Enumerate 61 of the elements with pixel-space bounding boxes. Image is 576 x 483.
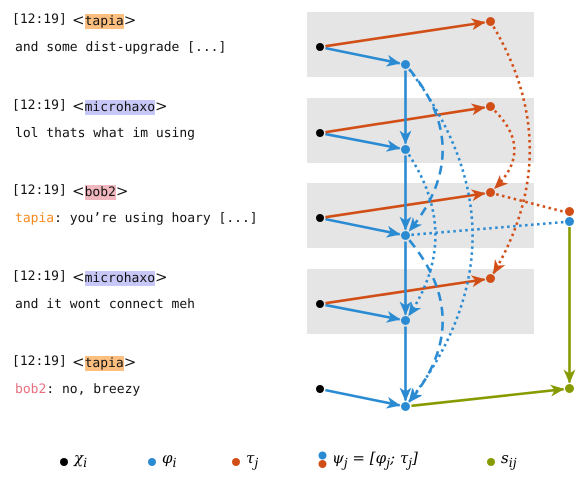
- speaker-name: <bob2>: [72, 182, 128, 200]
- node-dot: [316, 385, 324, 393]
- speaker-name: <tapia>: [72, 353, 136, 371]
- arrow: [400, 70, 412, 144]
- arrow: [400, 156, 412, 230]
- arrow: [325, 275, 486, 304]
- stacked-node-dots: [565, 207, 574, 226]
- arrow: [325, 18, 486, 48]
- node-dot: [486, 188, 495, 197]
- arrow: [408, 68, 444, 232]
- message-text: tapia: you’re using hoary [...]: [15, 211, 258, 226]
- timestamp: [12:19]: [12, 183, 67, 198]
- node-dot: [401, 60, 410, 69]
- node-dot: [316, 129, 324, 137]
- message-text: bob2: no, breezy: [15, 382, 140, 397]
- node-dot: [486, 17, 495, 26]
- speaker-name: <tapia>: [72, 11, 136, 29]
- timestamp: [12:19]: [12, 12, 67, 27]
- arrow: [400, 326, 412, 402]
- node-dot: [316, 43, 324, 51]
- node-dot: [316, 214, 324, 222]
- message-text: and some dist-upgrade [...]: [15, 40, 226, 55]
- arrow: [325, 46, 401, 67]
- arrow: [492, 26, 531, 274]
- arrow: [564, 227, 576, 384]
- message-band: [307, 183, 534, 248]
- message-text: and it wont connect meh: [15, 296, 196, 312]
- timestamp: [12:19]: [12, 354, 67, 369]
- node-dot: [401, 231, 410, 240]
- legend-label: χ$_{i}$: [74, 449, 88, 470]
- arrow: [400, 242, 412, 316]
- message-text: lol thats what im using: [15, 126, 196, 140]
- legend-label: s$_{ij}$: [501, 449, 517, 470]
- legend-label: τ$_{j}$: [246, 449, 258, 470]
- arrow: [325, 304, 401, 323]
- message-band: [307, 98, 534, 163]
- arrow: [411, 384, 565, 408]
- node-dot: [565, 384, 574, 393]
- message-band: [307, 12, 534, 77]
- connector-line: [411, 220, 566, 236]
- node-dot: [401, 145, 410, 154]
- node-dot: [401, 316, 410, 325]
- node-dot: [486, 102, 495, 111]
- arrow: [408, 154, 437, 316]
- legend-label: φ$_{i}$: [162, 449, 177, 470]
- timestamp: [12:19]: [12, 98, 67, 112]
- node-dot: [486, 274, 495, 283]
- connector-line: [496, 192, 566, 214]
- message-band: [307, 269, 534, 334]
- node-dot: [316, 300, 324, 308]
- arrow: [408, 68, 474, 403]
- arrow: [325, 104, 486, 134]
- arrow: [325, 218, 401, 238]
- timestamp: [12:19]: [12, 268, 67, 284]
- legend-label: ψ$_{j}$ = [φ$_{j}$; τ$_{j}$]: [332, 449, 418, 470]
- node-dot: [401, 402, 410, 411]
- arrow: [325, 132, 401, 152]
- arrow: [325, 388, 401, 409]
- arrow: [325, 189, 486, 218]
- arrow: [494, 110, 516, 190]
- arrow: [408, 239, 444, 403]
